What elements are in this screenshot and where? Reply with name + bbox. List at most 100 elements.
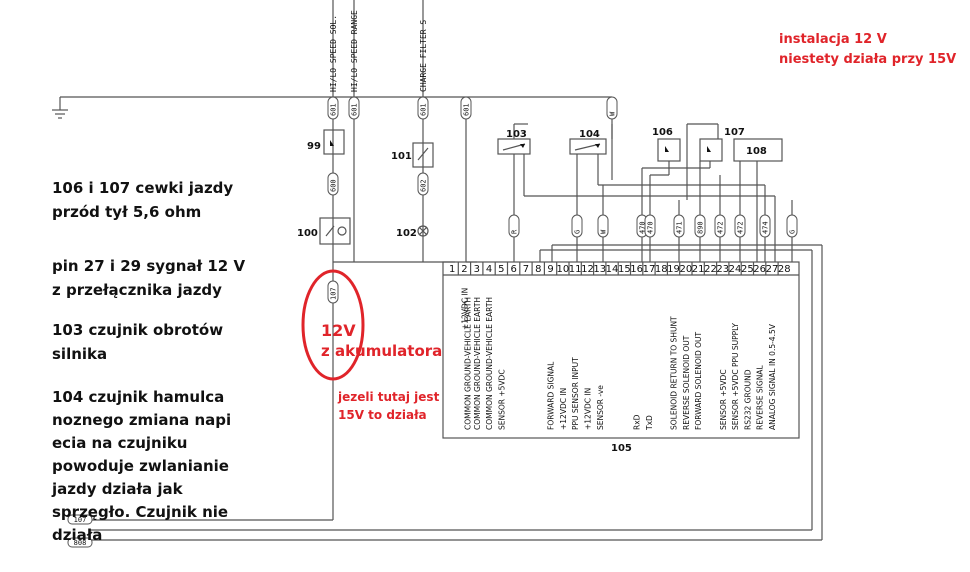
wire-tag-label: 472 xyxy=(737,221,745,234)
pin-signal-label: COMMON GROUND-VEHICLE EARTH xyxy=(473,297,482,430)
note-top-right: instalacja 12 V niestety działa przy 15V xyxy=(779,30,956,70)
label-102: 102 xyxy=(396,228,417,239)
pin-number: 10 xyxy=(556,264,569,275)
pin-number: 26 xyxy=(753,264,766,275)
label-105: 105 xyxy=(611,443,632,454)
pin-signal-label: RS232 GROUND xyxy=(743,369,752,430)
wire-tag-label: W xyxy=(600,229,608,234)
note-rpm-line2: silnika xyxy=(52,345,108,363)
wire-tag: 107 xyxy=(327,280,339,304)
label-103: 103 xyxy=(506,129,527,140)
wire-tag: 472 xyxy=(714,214,726,238)
note-rpm-sensor: 103 czujnik obrotów silnika xyxy=(52,318,223,366)
wire-tag: 890 xyxy=(694,214,706,238)
note-coils-line2: przód tył 5,6 ohm xyxy=(52,203,202,221)
label-hilo-speed-range: HI/LO SPEED RANGE xyxy=(350,10,359,92)
note-brake-sensor: 104 czujnik hamulca noznego zmiana napi … xyxy=(52,386,231,547)
wire-tag-label: 472 xyxy=(717,221,725,234)
wire-tag-label: 471 xyxy=(676,221,684,234)
pin-signal-label: FORWARD SOLENOID OUT xyxy=(694,332,703,430)
wire-tag-label: G xyxy=(574,230,582,234)
pin-signal-label: REVERSE SOLENOID OUT xyxy=(682,335,691,430)
wire-tag-label: 600 xyxy=(330,179,338,192)
wire-tag-label: 601 xyxy=(351,103,359,116)
pin-signal-label: SENSOR +5VDC xyxy=(719,369,728,430)
wire-tag-bottom: 107 xyxy=(67,514,93,525)
wire-tag-label: 601 xyxy=(330,103,338,116)
label-charge-filter: CHARGE FILTER S xyxy=(419,20,428,92)
note-12v-line2: z akumulatora xyxy=(321,342,442,360)
wire-tag: 474 xyxy=(759,214,771,238)
wire-tag-label: 107 xyxy=(330,287,338,300)
wire-tag: 601 xyxy=(417,96,429,120)
label-107: 107 xyxy=(724,127,745,138)
pin-number: 21 xyxy=(692,264,705,275)
note-top-right-line2: niestety działa przy 15V xyxy=(779,52,957,67)
wire-tag-label: 601 xyxy=(463,103,471,116)
pin-number: 24 xyxy=(729,264,742,275)
wire-tag-label: R xyxy=(511,229,519,234)
pin-signal-label: COMMON GROUND-VEHICLE EARTH xyxy=(485,297,494,430)
pin-number: 8 xyxy=(535,264,541,275)
pin-signal-label: TxD xyxy=(645,415,654,431)
pin-number: 1 xyxy=(449,264,455,275)
arrow-icon xyxy=(520,144,525,148)
pin-number: 23 xyxy=(716,264,729,275)
note-rpm-line1: 103 czujnik obrotów xyxy=(52,321,224,339)
wire-tag: G xyxy=(786,214,798,238)
pin-signal-label: RxD xyxy=(633,414,642,430)
diode-icon xyxy=(665,146,669,152)
module-108-box xyxy=(733,138,783,162)
pin-number: 11 xyxy=(569,264,582,275)
pin-number: 16 xyxy=(630,264,643,275)
label-106: 106 xyxy=(652,127,673,138)
highlight-ellipse xyxy=(301,269,365,381)
note-brake-line1: 104 czujnik hamulca xyxy=(52,388,225,406)
pin-signal-label: FORWARD SIGNAL xyxy=(547,361,556,430)
note-coils-line1: 106 i 107 cewki jazdy xyxy=(52,179,234,197)
pin-number: 22 xyxy=(704,264,717,275)
wire-tag-label: 808 xyxy=(74,539,87,547)
wire-tag-label: 601 xyxy=(420,103,428,116)
pin-signal-label: REVERSE SIGNAL xyxy=(756,365,765,430)
label-100: 100 xyxy=(297,228,318,239)
note-top-right-line1: instalacja 12 V xyxy=(779,32,887,47)
switch-101-box xyxy=(412,142,434,168)
label-hilo-speed-sol: HI/LO SPEED SOL. xyxy=(329,15,338,92)
pin-number: 17 xyxy=(643,264,656,275)
wire-tag: 471 xyxy=(673,214,685,238)
pin-number: 3 xyxy=(474,264,480,275)
note-15v-line2: 15V to działa xyxy=(338,408,427,422)
pin-number: 18 xyxy=(655,264,668,275)
pin-number: 28 xyxy=(778,264,791,275)
pin-number: 9 xyxy=(547,264,553,275)
label-101: 101 xyxy=(391,151,412,162)
wire-tag: 601 xyxy=(327,96,339,120)
pin-signal-label: SENSOR +5VDC xyxy=(497,369,506,430)
pin-signal-label: +12VDC IN xyxy=(559,388,568,430)
pin-signal-label: +12VDC IN xyxy=(583,388,592,430)
wire-tag: W xyxy=(606,96,618,120)
wire-tag: R xyxy=(508,214,520,238)
wire-tag-label: 602 xyxy=(420,179,428,192)
pin-signal-label: SENSOR +5VDC PPU SUPPLY xyxy=(731,323,740,430)
label-99: 99 xyxy=(307,141,321,152)
pin-number: 6 xyxy=(510,264,516,275)
relay-100-box xyxy=(319,217,351,245)
wire-tag: 602 xyxy=(417,172,429,196)
pin-signal-label: PPU SENSOR INPUT xyxy=(571,357,580,430)
wire-tag-label: 890 xyxy=(697,221,705,234)
pin-number: 13 xyxy=(593,264,606,275)
label-104: 104 xyxy=(579,129,600,140)
note-pins: pin 27 i 29 sygnał 12 V z przełącznika j… xyxy=(52,254,245,302)
pin-signal-label: ANALOG SIGNAL IN 0.5-4.5V xyxy=(768,323,777,430)
wire-tag: W xyxy=(597,214,609,238)
label-108: 108 xyxy=(746,146,767,157)
pin-signal-label: +12VDC IN xyxy=(460,288,469,330)
wire-tag-label: 474 xyxy=(762,221,770,234)
wire-tag: 600 xyxy=(327,172,339,196)
note-coils: 106 i 107 cewki jazdy przód tył 5,6 ohm xyxy=(52,176,233,224)
pin-number: 25 xyxy=(741,264,754,275)
note-brake-line4: powoduje zwlanianie xyxy=(52,457,229,475)
